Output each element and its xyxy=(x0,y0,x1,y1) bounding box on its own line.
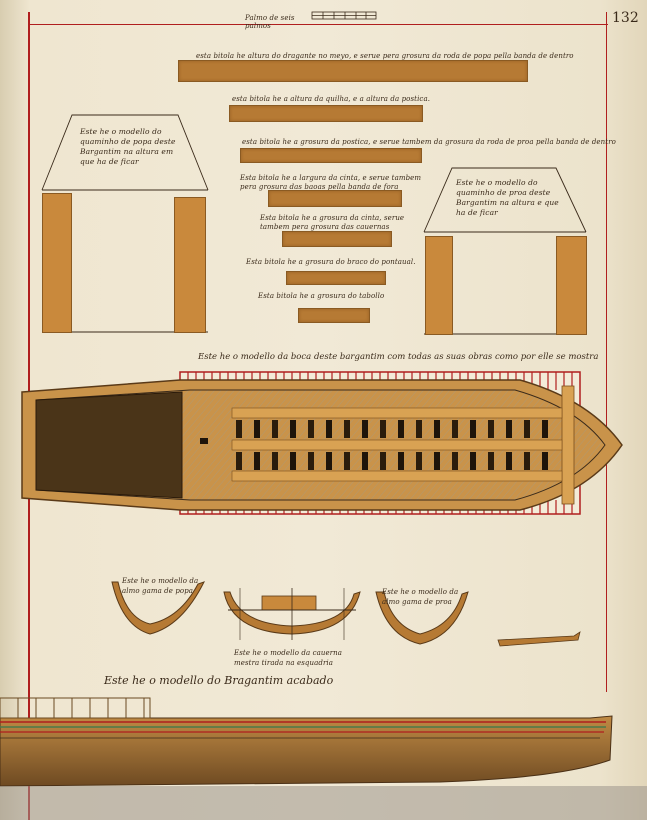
gauge-bar-5 xyxy=(282,231,392,247)
midship-section-label: Este he o modello da cauerna mestra tira… xyxy=(234,649,343,667)
gauge-bar-2 xyxy=(229,105,423,122)
gauge-bar-6 xyxy=(286,271,386,285)
margin-rule-top xyxy=(28,24,608,25)
gauge-note-7: Esta bitola he a grosura do tabollo xyxy=(258,292,385,300)
margin-rule-left xyxy=(28,12,30,820)
gauge-bar-7 xyxy=(298,308,370,323)
stern-frame-post-left xyxy=(42,193,72,333)
gauge-note-3: esta bitola he a grosura da postica, e s… xyxy=(242,138,616,146)
gauge-note-6: Esta bitola he a grosura do braco do pon… xyxy=(246,258,416,266)
gauge-note-2: esta bitola he a altura da quilha, e a a… xyxy=(232,95,431,103)
gauge-bar-3 xyxy=(240,148,422,163)
bow-frame-post-left xyxy=(425,236,453,335)
gauge-note-5: Esta bitola he a grosura da cinta, serue… xyxy=(260,214,405,231)
deck-plan-label: Este he o modello da boca deste barganti… xyxy=(198,352,599,362)
bow-section-label: Este he o modello da almo gama de proa xyxy=(382,588,459,606)
finished-ship-label: Este he o modello do Bragantim acabado xyxy=(104,674,334,687)
margin-rule-right xyxy=(606,12,607,692)
scale-label: Palmo de seis palmos xyxy=(245,14,295,30)
bow-frame-label: Este he o modello do quaminho de proa de… xyxy=(456,178,559,217)
bow-frame-post-right xyxy=(556,236,587,335)
gauge-bar-1 xyxy=(178,60,528,82)
stern-frame-label: Este he o modello do quaminho de popa de… xyxy=(80,127,176,166)
gauge-note-1: esta bitola he altura do dragante no mey… xyxy=(196,52,574,60)
folio-number: 132 xyxy=(612,10,639,26)
gauge-note-4: Esta bitola he a largura da cinta, e ser… xyxy=(240,174,422,191)
gauge-bar-4 xyxy=(268,190,402,207)
stern-frame-post-right xyxy=(174,197,206,333)
stern-section-label: Este he o modello da almo gama de popa xyxy=(122,577,199,595)
